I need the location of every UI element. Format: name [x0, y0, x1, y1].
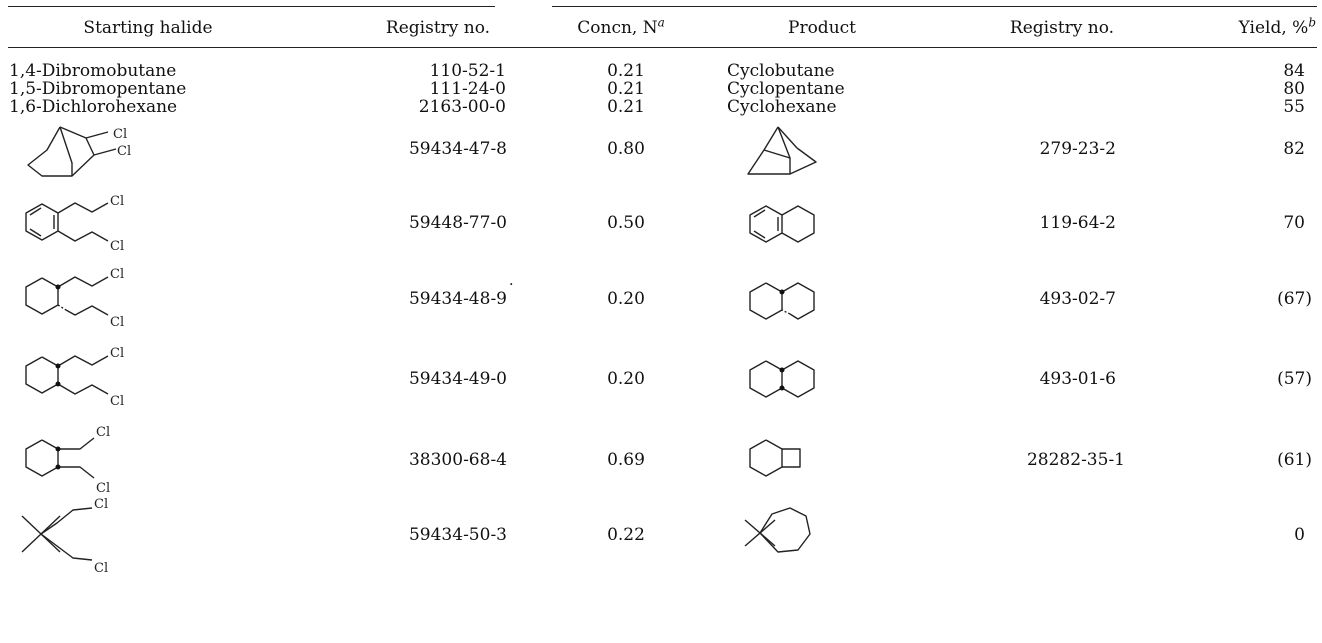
- top-rule-left: [8, 6, 495, 7]
- halide-name: 1,5-Dibromopentane: [9, 79, 187, 99]
- atom-label: Cl: [110, 394, 124, 409]
- yield: (61): [1277, 450, 1312, 470]
- atom-label: Cl: [94, 561, 108, 576]
- top-rule-right: [552, 6, 1317, 7]
- concentration: 0.22: [607, 525, 645, 545]
- registry-no: 38300-68-4: [408, 450, 507, 470]
- header-product: Product: [788, 18, 856, 38]
- product-name: Cyclopentane: [727, 79, 845, 99]
- concentration: 0.20: [607, 369, 645, 389]
- product-structure-bicyclooctane: [749, 439, 801, 477]
- atom-label: Cl: [110, 267, 124, 282]
- registry-no: 59434-48-9˙: [408, 282, 516, 309]
- halide-structure-trans-cyclohexane: Cl Cl: [25, 267, 124, 330]
- concentration: 0.80: [607, 139, 645, 159]
- concentration: 0.21: [607, 97, 645, 117]
- halide-name: 1,4-Dibromobutane: [9, 61, 177, 81]
- atom-label: Cl: [110, 315, 124, 330]
- concentration: 0.20: [607, 289, 645, 309]
- product-structure-norbornane: [747, 126, 817, 175]
- footnote-a: a: [657, 15, 665, 30]
- atom-label: Cl: [96, 425, 110, 440]
- atom-label: Cl: [110, 194, 124, 209]
- product-structure-trans-decalin: [749, 282, 815, 320]
- atom-label: Cl: [94, 497, 108, 512]
- footnote-b: b: [1308, 15, 1316, 30]
- yield: 70: [1283, 213, 1305, 233]
- registry-no: 279-23-2: [1039, 139, 1116, 159]
- header-concn-text: Concn, N: [577, 18, 658, 38]
- registry-no: 28282-35-1: [1026, 450, 1125, 470]
- concentration: 0.69: [607, 450, 645, 470]
- registry-no: 59434-47-8: [408, 139, 507, 159]
- halide-structure-bis-chloromethyl: Cl Cl: [25, 425, 110, 496]
- concentration: 0.21: [607, 79, 645, 99]
- registry-no-value: 59434-48-9: [408, 289, 507, 309]
- halide-structure-dimethylpentane: Cl Cl: [21, 497, 108, 576]
- header-starting-halide: Starting halide: [83, 18, 213, 38]
- registry-no: 111-24-0: [429, 79, 506, 99]
- registry-no: 493-02-7: [1039, 289, 1116, 309]
- registry-no: 59448-77-0: [408, 213, 507, 233]
- yield: 0: [1294, 525, 1305, 545]
- yield: 84: [1283, 61, 1305, 81]
- header-rule: [8, 47, 1317, 48]
- yield: (67): [1277, 289, 1312, 309]
- yield: 82: [1283, 139, 1305, 159]
- halide-structure-benzene: Cl Cl: [25, 194, 124, 254]
- product-structure-tetralin: [749, 205, 815, 243]
- halide-name: 1,6-Dichlorohexane: [9, 97, 178, 117]
- product-name: Cyclobutane: [727, 61, 835, 81]
- header-yield-text: Yield, %: [1238, 18, 1309, 38]
- yield: 55: [1283, 97, 1305, 117]
- halide-structure-bicyclic: Cl Cl: [27, 126, 131, 177]
- registry-no: 493-01-6: [1039, 369, 1116, 389]
- registry-no: 2163-00-0: [418, 97, 506, 117]
- registry-no: 59434-50-3: [408, 525, 507, 545]
- product-name: Cyclohexane: [727, 97, 837, 117]
- atom-label: Cl: [110, 239, 124, 254]
- atom-label: Cl: [110, 346, 124, 361]
- product-structure-cis-decalin: [749, 360, 815, 398]
- atom-label: Cl: [117, 144, 131, 159]
- header-concn: Concn, Na: [577, 15, 665, 38]
- registry-no: 119-64-2: [1039, 213, 1116, 233]
- registry-no: 59434-49-0: [408, 369, 507, 389]
- concentration: 0.50: [607, 213, 645, 233]
- yield: 80: [1283, 79, 1305, 99]
- concentration: 0.21: [607, 61, 645, 81]
- product-structure-dimethylcycloheptane: [744, 507, 811, 553]
- yield: (57): [1277, 369, 1312, 389]
- print-mark: ˙: [507, 281, 516, 301]
- atom-label: Cl: [96, 481, 110, 496]
- registry-no: 110-52-1: [429, 61, 506, 81]
- header-registry-no-2: Registry no.: [1009, 18, 1115, 38]
- header-registry-no-1: Registry no.: [385, 18, 491, 38]
- atom-label: Cl: [113, 127, 127, 142]
- header-yield: Yield, %b: [1238, 15, 1316, 38]
- halide-structure-cis-cyclohexane: Cl Cl: [25, 346, 124, 409]
